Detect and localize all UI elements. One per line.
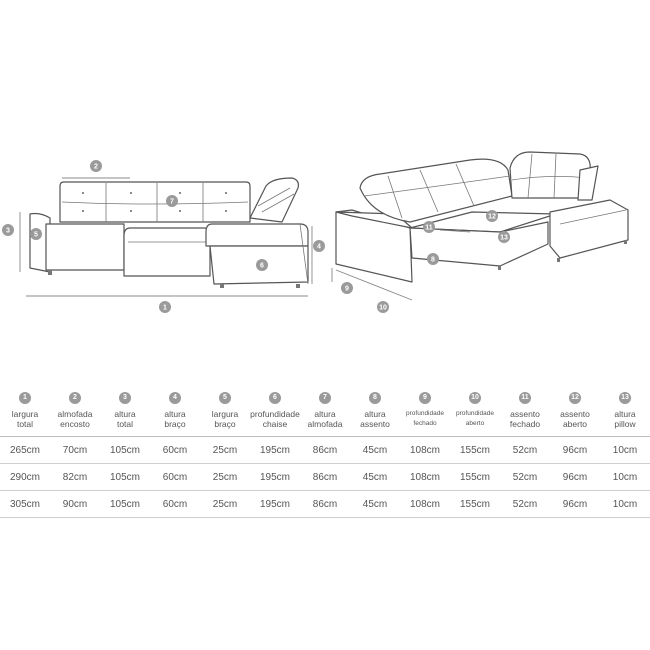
svg-text:9: 9 [345,286,349,293]
callout-12: 12 [486,210,498,222]
svg-text:2: 2 [94,164,98,171]
callout-9: 9 [341,282,353,294]
svg-text:7: 7 [170,199,174,206]
callout-3: 3 [2,224,14,236]
callout-6: 6 [256,259,268,271]
svg-text:10: 10 [379,305,387,312]
svg-text:12: 12 [488,214,496,221]
svg-text:3: 3 [6,228,10,235]
callout-13: 13 [498,231,510,243]
sofa-dimension-diagram: 1 2 3 4 5 6 7 8 9 10 11 12 13 [2,151,629,313]
svg-text:11: 11 [425,225,433,232]
callout-7: 7 [166,195,178,207]
svg-text:8: 8 [431,257,435,264]
callout-11: 11 [423,221,435,233]
callout-8: 8 [427,253,439,265]
callout-5: 5 [30,228,42,240]
callout-2: 2 [90,160,102,172]
svg-text:5: 5 [34,232,38,239]
svg-text:13: 13 [500,235,508,242]
callout-1: 1 [159,301,171,313]
perspective-view-sofa [335,151,629,283]
svg-text:6: 6 [260,263,264,270]
callout-4: 4 [313,240,325,252]
front-view-sofa [29,177,309,288]
callout-10: 10 [377,301,389,313]
svg-text:1: 1 [163,305,167,312]
svg-text:4: 4 [317,244,321,251]
